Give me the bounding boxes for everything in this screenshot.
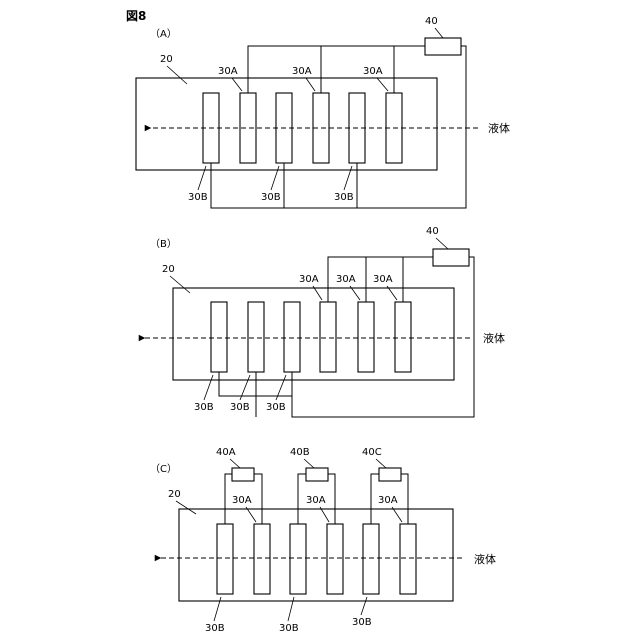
figure-title: 図8 (126, 9, 146, 23)
panel-b-power-supply-label: 40 (426, 226, 439, 237)
panel-c-electrode-a-3 (400, 524, 416, 594)
panel-b-electrode-a-label-2: 30A (336, 274, 356, 285)
panel-c-electrode-a-label-2: 30A (306, 495, 326, 506)
panel-c-wire-b-left (298, 474, 306, 526)
panel-c-power-supply-c-leader (376, 459, 386, 468)
panel-b-chamber-label: 20 (162, 264, 175, 275)
panel-b: （B） 20 40 30A 30A 30A 30B 30B 30B 液体 (144, 226, 505, 417)
panel-b-electrode-b-2 (248, 302, 264, 372)
panel-a-chamber-leader (167, 66, 187, 84)
panel-a-electrode-a-leader-3 (377, 78, 388, 91)
panel-b-power-supply (433, 249, 469, 266)
panel-c-label: （C） (150, 463, 177, 475)
panel-a-label: （A） (150, 28, 177, 40)
panel-a-power-supply (425, 38, 461, 55)
panel-a-electrode-a-label-3: 30A (363, 66, 383, 77)
panel-c-electrode-b-2 (290, 524, 306, 594)
panel-c-electrode-a-label-1: 30A (232, 495, 252, 506)
panel-b-electrode-a-2 (358, 302, 374, 372)
panel-c-electrode-b-leader-3 (361, 597, 367, 615)
panel-a-power-supply-leader (435, 28, 443, 38)
panel-c-power-supply-a-leader (230, 459, 240, 468)
panel-b-electrode-a-1 (320, 302, 336, 372)
panel-c-electrode-b-label-1: 30B (205, 623, 225, 634)
panel-c-liquid-label: 液体 (474, 552, 496, 566)
panel-a-electrode-a-leader-2 (306, 78, 315, 91)
panel-c-electrode-b-label-3: 30B (352, 617, 372, 628)
panel-c: （C） 20 40A 40B 40C 30A 30A 30A 3 (150, 447, 496, 634)
panel-c-electrode-a-2 (327, 524, 343, 594)
panel-b-electrode-a-label-1: 30A (299, 274, 319, 285)
panel-b-electrode-a-3 (395, 302, 411, 372)
panel-b-label: （B） (150, 238, 177, 250)
panel-c-electrode-b-label-2: 30B (279, 623, 299, 634)
panel-a-electrode-b-label-3: 30B (334, 192, 354, 203)
panel-c-power-supply-a-label: 40A (216, 447, 236, 458)
panel-a-power-supply-label: 40 (425, 16, 438, 27)
panel-b-electrode-b-leader-1 (204, 375, 213, 400)
panel-c-chamber-label: 20 (168, 489, 181, 500)
panel-b-electrode-a-label-3: 30A (373, 274, 393, 285)
panel-c-power-supply-c-label: 40C (362, 447, 382, 458)
panel-c-electrode-b-1 (217, 524, 233, 594)
panel-c-wire-a-right (254, 474, 262, 526)
panel-c-electrode-b-3 (363, 524, 379, 594)
panel-b-electrode-b-label-1: 30B (194, 402, 214, 413)
panel-a-electrode-a-leader-1 (232, 78, 242, 91)
panel-a-chamber-label: 20 (160, 54, 173, 65)
panel-c-power-supply-b-leader (304, 459, 314, 468)
panel-a-electrode-b-label-2: 30B (261, 192, 281, 203)
panel-a: （A） 20 40 30A 30A 30A 30B 30B 30B (136, 16, 510, 208)
panel-c-power-supply-b (306, 468, 328, 481)
panel-b-electrode-b-label-3: 30B (266, 402, 286, 413)
panel-c-power-supply-c (379, 468, 401, 481)
panel-b-power-supply-leader (436, 238, 448, 249)
panel-b-liquid-label: 液体 (483, 331, 505, 345)
panel-c-electrode-a-label-3: 30A (378, 495, 398, 506)
panel-a-electrode-b-label-1: 30B (188, 192, 208, 203)
panel-c-wire-b-right (328, 474, 335, 526)
panel-b-electrode-b-label-2: 30B (230, 402, 250, 413)
panel-a-electrode-a-label-2: 30A (292, 66, 312, 77)
panel-a-electrode-a-label-1: 30A (218, 66, 238, 77)
panel-c-power-supply-a (232, 468, 254, 481)
panel-c-wire-c-right (401, 474, 408, 526)
panel-c-power-supply-b-label: 40B (290, 447, 310, 458)
panel-c-electrode-a-1 (254, 524, 270, 594)
panel-a-top-wire (248, 46, 425, 95)
panel-b-electrode-b-1 (211, 302, 227, 372)
panel-b-electrode-b-3 (284, 302, 300, 372)
panel-a-liquid-label: 液体 (488, 121, 510, 135)
panel-c-wire-a-left (225, 474, 232, 526)
